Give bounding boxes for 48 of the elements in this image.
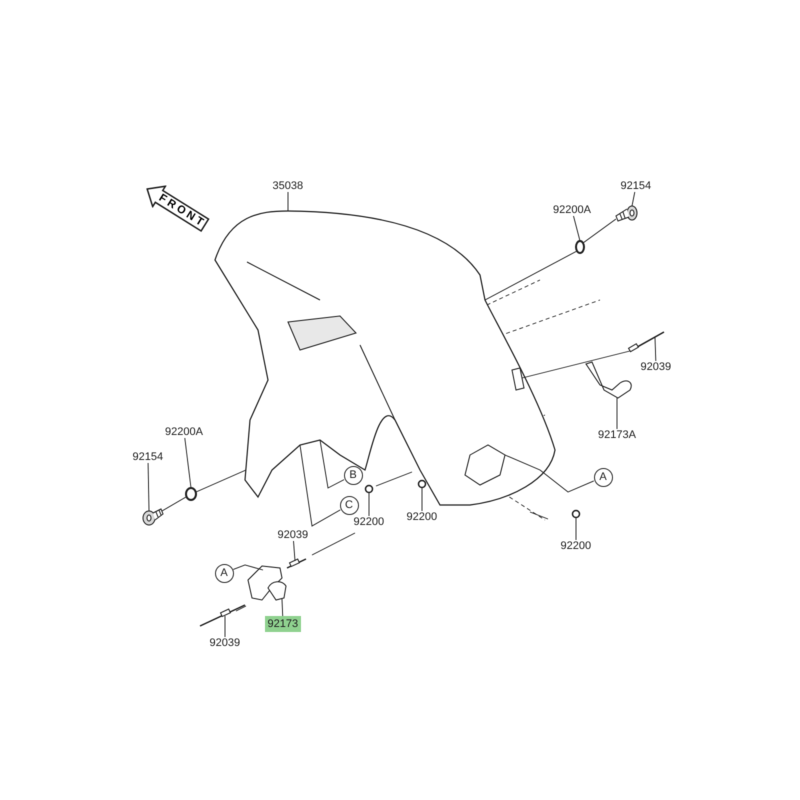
- leader-line: [224, 616, 226, 638]
- assembly-line: [196, 470, 246, 492]
- leader-line: [293, 540, 296, 562]
- assembly-line: [522, 350, 630, 378]
- assembly-line: [484, 250, 578, 300]
- washer-drawing: [575, 240, 585, 254]
- assembly-line: [582, 218, 616, 244]
- reference-letter: C: [340, 496, 358, 514]
- part-number: 92039: [278, 529, 308, 541]
- leader-line: [504, 454, 594, 493]
- leader-line: [232, 564, 264, 570]
- part-number: 92039: [640, 361, 672, 373]
- part-number: 92200: [560, 540, 592, 552]
- nut-drawing: [364, 484, 374, 494]
- clamp-drawing: [247, 565, 286, 601]
- leader-line: [573, 216, 580, 242]
- leader-line: [368, 492, 370, 516]
- rivet-drawing: [200, 604, 246, 627]
- part-number: 92200: [406, 511, 438, 523]
- reference-letter: A: [214, 564, 234, 582]
- part-number: 92200A: [553, 204, 591, 216]
- assembly-line: [162, 496, 186, 512]
- leader-line: [282, 598, 284, 616]
- rivet-drawing: [286, 558, 306, 569]
- leader-line: [654, 336, 656, 362]
- bolt-drawing: [142, 508, 164, 526]
- clamp-drawing: [586, 362, 632, 398]
- reference-letter: B: [344, 466, 362, 484]
- reference-letter: A: [594, 468, 612, 486]
- nut-drawing: [418, 480, 426, 488]
- part-number: 92200: [354, 516, 384, 528]
- part-number: 92173: [264, 616, 302, 632]
- part-number: 35038: [272, 180, 304, 192]
- rivet-drawing: [628, 331, 664, 352]
- leader-line: [300, 444, 341, 527]
- leader-line: [148, 462, 150, 512]
- part-number: 92173A: [598, 429, 636, 441]
- part-number: 92154: [620, 180, 652, 192]
- leader-line: [320, 440, 345, 489]
- nut-drawing: [572, 510, 580, 518]
- leader-line: [632, 192, 636, 206]
- part-number: 92039: [210, 637, 240, 649]
- washer-drawing: [185, 487, 197, 501]
- bolt-drawing: [615, 206, 638, 222]
- part-number: 92200A: [165, 426, 203, 438]
- leader-line: [184, 438, 192, 488]
- leader-line: [616, 398, 618, 430]
- part-number: 92154: [132, 451, 164, 463]
